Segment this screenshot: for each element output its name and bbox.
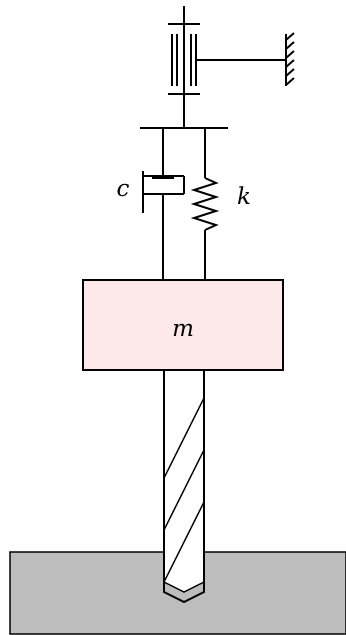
spring-label: k xyxy=(237,184,251,210)
spring xyxy=(190,128,220,280)
damper-label: c xyxy=(117,176,130,202)
mass-label: m xyxy=(172,316,194,342)
mass-block xyxy=(82,279,284,371)
ground-symbol xyxy=(285,32,295,86)
drill-bit xyxy=(163,370,205,604)
damper xyxy=(142,128,185,280)
guide-clamp xyxy=(168,6,200,95)
drill-flutes xyxy=(164,397,204,582)
